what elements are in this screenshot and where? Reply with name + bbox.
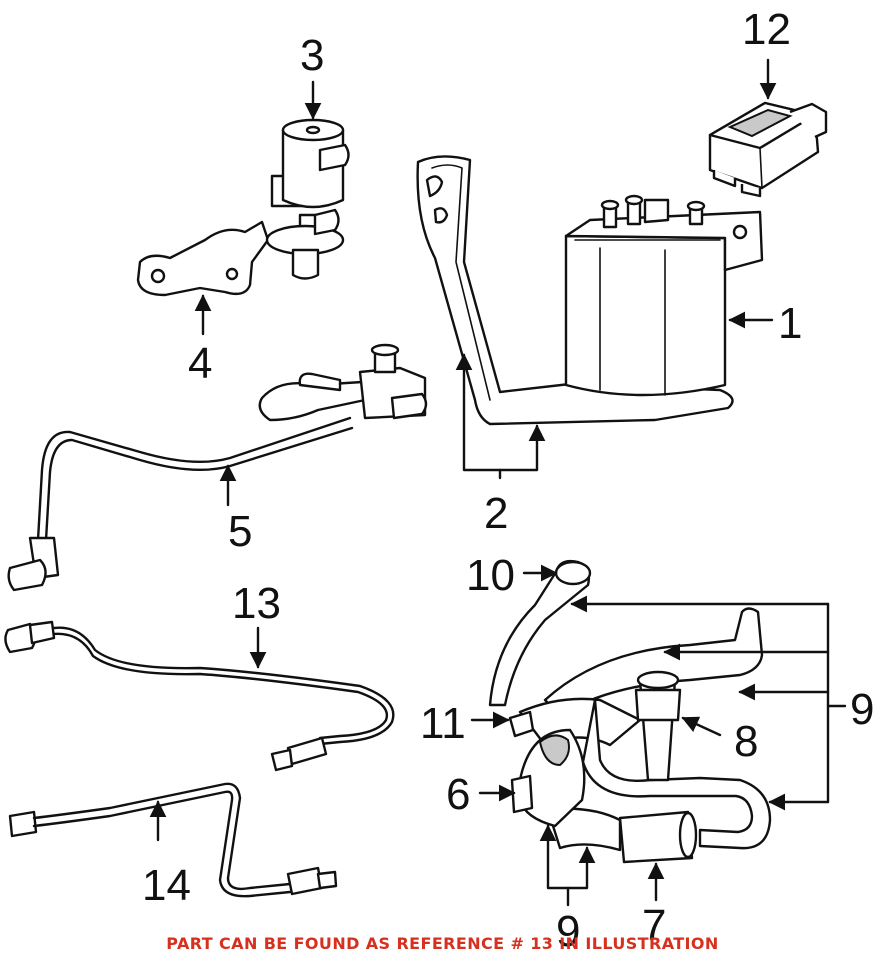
callout-8: 8 [734,717,759,766]
callout-13: 13 [232,579,281,628]
callout-9-bottom: 9 [556,907,581,956]
purge-valve-part [136,118,350,297]
callout-10: 10 [466,551,515,600]
callout-14: 14 [142,861,191,910]
callout-12: 12 [742,5,791,54]
sensor-wire-14-part [8,782,338,898]
callout-11: 11 [420,699,466,748]
vacuum-line-part [7,343,428,592]
callout-2: 2 [484,489,509,538]
callout-4: 4 [188,339,213,388]
callout-5: 5 [228,507,253,556]
leader-lines [149,58,847,907]
callout-7: 7 [642,901,667,950]
hose-assembly-part [488,559,772,864]
callout-9-right: 9 [850,685,875,734]
canister-part [416,155,764,426]
callout-6: 6 [446,770,471,819]
callout-3: 3 [300,31,325,80]
reference-note: PART CAN BE FOUND AS REFERENCE # 13 IN I… [166,934,719,953]
connector-module-part [708,101,828,198]
callout-1: 1 [778,299,803,348]
sensor-wire-13-part [4,620,395,772]
